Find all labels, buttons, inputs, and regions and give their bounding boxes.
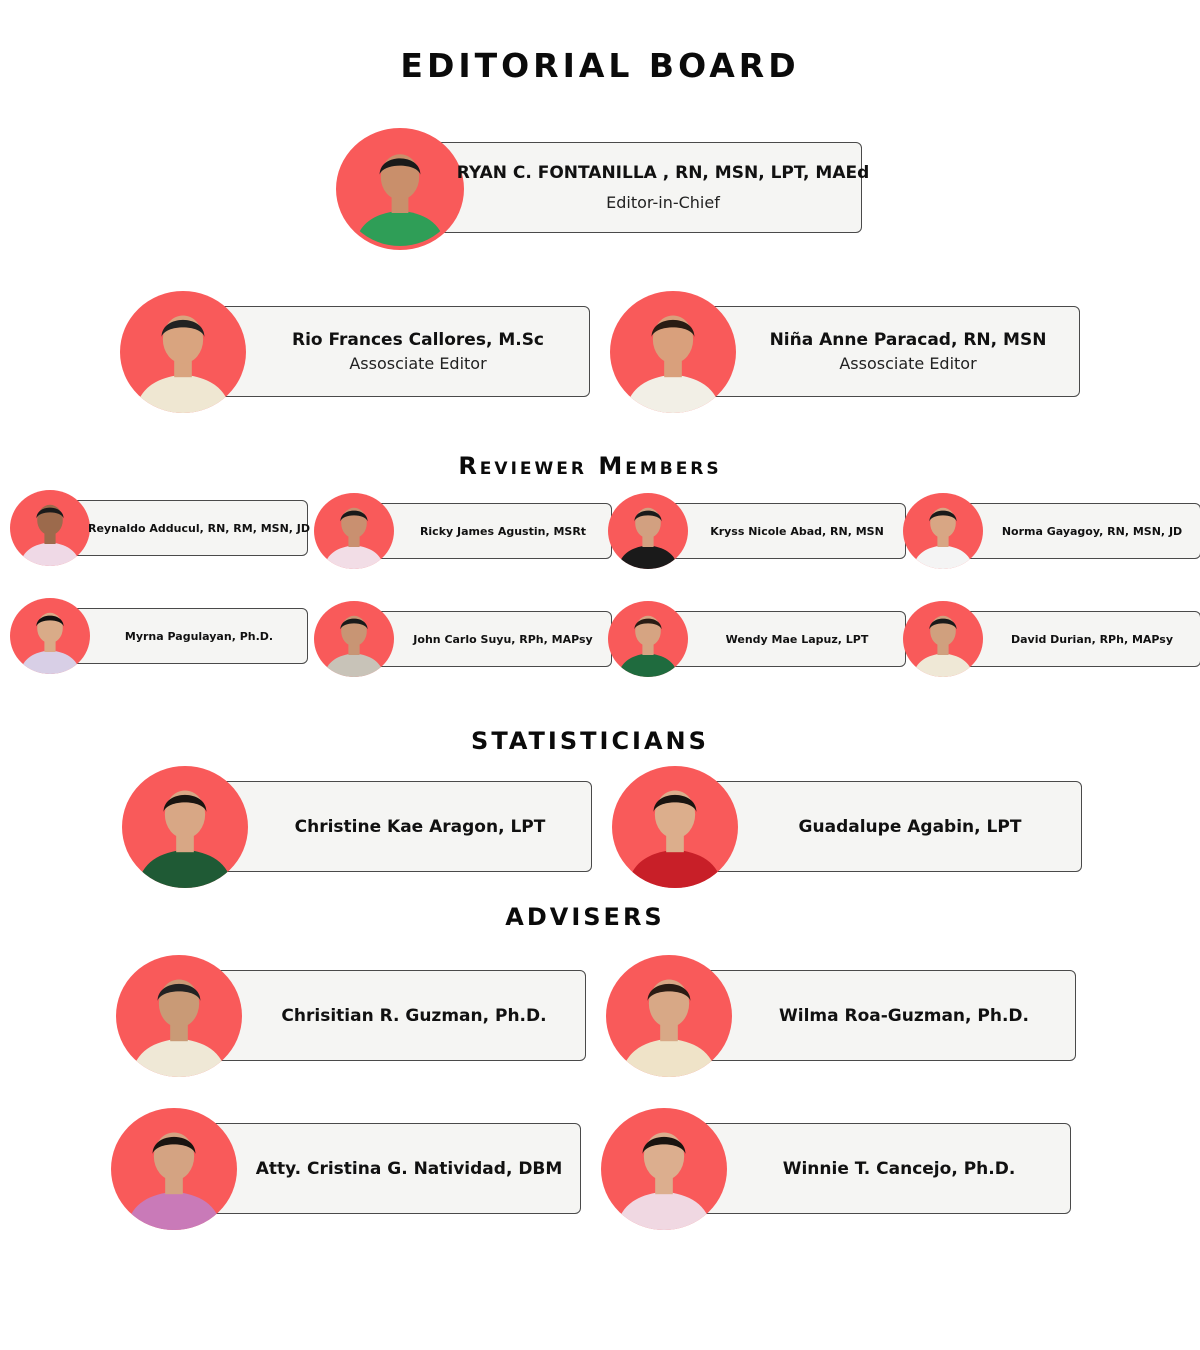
card-panel bbox=[50, 500, 308, 556]
reviewer-card: Kryss Nicole Abad, RN, MSN bbox=[608, 493, 906, 569]
section-heading-reviewers: Reviewer Members bbox=[458, 452, 722, 480]
person-name: Guadalupe Agabin, LPT bbox=[798, 816, 1022, 837]
person-role: Assosciate Editor bbox=[349, 354, 487, 373]
adviser-card: Chrisitian R. Guzman, Ph.D. bbox=[116, 955, 586, 1077]
person-photo-icon bbox=[122, 766, 248, 888]
card-panel bbox=[666, 970, 1076, 1061]
associate-editor-card: Niña Anne Paracad, RN, MSN Assosciate Ed… bbox=[610, 291, 1080, 413]
person-name: RYAN C. FONTANILLA , RN, MSN, LPT, MAEd bbox=[456, 163, 870, 183]
person-photo-icon bbox=[116, 955, 242, 1077]
person-name: Wilma Roa-Guzman, Ph.D. bbox=[778, 1005, 1029, 1026]
associate-editor-card: Rio Frances Callores, M.Sc Assosciate Ed… bbox=[120, 291, 590, 413]
statistician-card: Guadalupe Agabin, LPT bbox=[612, 766, 1082, 888]
person-photo-icon bbox=[606, 955, 732, 1077]
adviser-card: Atty. Cristina G. Natividad, DBM bbox=[111, 1108, 581, 1230]
person-name: John Carlo Suyu, RPh, MAPsy bbox=[413, 632, 593, 646]
reviewer-card: Norma Gayagoy, RN, MSN, JD bbox=[903, 493, 1200, 569]
person-photo-icon bbox=[111, 1108, 237, 1230]
reviewer-card: John Carlo Suyu, RPh, MAPsy bbox=[314, 601, 612, 677]
reviewer-card: Reynaldo Adducul, RN, RM, MSN, JD bbox=[10, 490, 311, 566]
person-name: Rio Frances Callores, M.Sc bbox=[291, 330, 545, 350]
card-panel bbox=[182, 781, 592, 872]
card-panel bbox=[176, 970, 586, 1061]
card-panel bbox=[354, 503, 612, 559]
card-panel bbox=[171, 1123, 581, 1214]
reviewer-card: Myrna Pagulayan, Ph.D. bbox=[10, 598, 308, 674]
person-role: Editor-in-Chief bbox=[606, 193, 720, 212]
person-photo-icon bbox=[612, 766, 738, 888]
person-photo-icon bbox=[10, 490, 90, 566]
person-photo-icon bbox=[903, 493, 983, 569]
person-role: Assosciate Editor bbox=[839, 354, 977, 373]
card-panel bbox=[50, 608, 308, 664]
reviewer-card: Ricky James Agustin, MSRt bbox=[314, 493, 612, 569]
person-name: Chrisitian R. Guzman, Ph.D. bbox=[281, 1005, 547, 1026]
card-panel bbox=[672, 781, 1082, 872]
person-photo-icon bbox=[903, 601, 983, 677]
person-name: Winnie T. Cancejo, Ph.D. bbox=[782, 1158, 1016, 1179]
person-name: Norma Gayagoy, RN, MSN, JD bbox=[1001, 524, 1183, 538]
card-panel bbox=[354, 611, 612, 667]
person-name: Ricky James Agustin, MSRt bbox=[419, 524, 587, 538]
editor-in-chief-card: RYAN C. FONTANILLA , RN, MSN, LPT, MAEd … bbox=[336, 128, 869, 250]
person-photo-icon bbox=[608, 601, 688, 677]
person-photo-icon bbox=[336, 128, 464, 250]
person-name: Reynaldo Adducul, RN, RM, MSN, JD bbox=[87, 521, 311, 535]
person-photo-icon bbox=[601, 1108, 727, 1230]
card-panel bbox=[180, 306, 590, 397]
adviser-card: Winnie T. Cancejo, Ph.D. bbox=[601, 1108, 1071, 1230]
person-photo-icon bbox=[610, 291, 736, 413]
person-name: Niña Anne Paracad, RN, MSN bbox=[769, 330, 1047, 350]
card-panel bbox=[943, 611, 1200, 667]
person-photo-icon bbox=[314, 493, 394, 569]
card-panel bbox=[648, 611, 906, 667]
card-panel bbox=[670, 306, 1080, 397]
person-name: Wendy Mae Lapuz, LPT bbox=[725, 632, 869, 646]
card-panel bbox=[943, 503, 1200, 559]
page-title: EDITORIAL BOARD bbox=[400, 46, 800, 85]
card-panel bbox=[661, 1123, 1071, 1214]
person-photo-icon bbox=[314, 601, 394, 677]
section-heading-statisticians: STATISTICIANS bbox=[471, 727, 709, 755]
card-panel bbox=[402, 142, 862, 233]
person-photo-icon bbox=[120, 291, 246, 413]
person-name: David Durian, RPh, MAPsy bbox=[1010, 632, 1174, 646]
person-name: Myrna Pagulayan, Ph.D. bbox=[124, 629, 274, 643]
person-photo-icon bbox=[608, 493, 688, 569]
card-panel bbox=[648, 503, 906, 559]
statistician-card: Christine Kae Aragon, LPT bbox=[122, 766, 592, 888]
person-name: Atty. Cristina G. Natividad, DBM bbox=[255, 1158, 563, 1179]
reviewer-card: David Durian, RPh, MAPsy bbox=[903, 601, 1200, 677]
person-name: Kryss Nicole Abad, RN, MSN bbox=[710, 524, 884, 538]
adviser-card: Wilma Roa-Guzman, Ph.D. bbox=[606, 955, 1076, 1077]
person-name: Christine Kae Aragon, LPT bbox=[294, 816, 546, 837]
reviewer-card: Wendy Mae Lapuz, LPT bbox=[608, 601, 906, 677]
section-heading-advisers: ADVISERS bbox=[505, 903, 665, 931]
person-photo-icon bbox=[10, 598, 90, 674]
